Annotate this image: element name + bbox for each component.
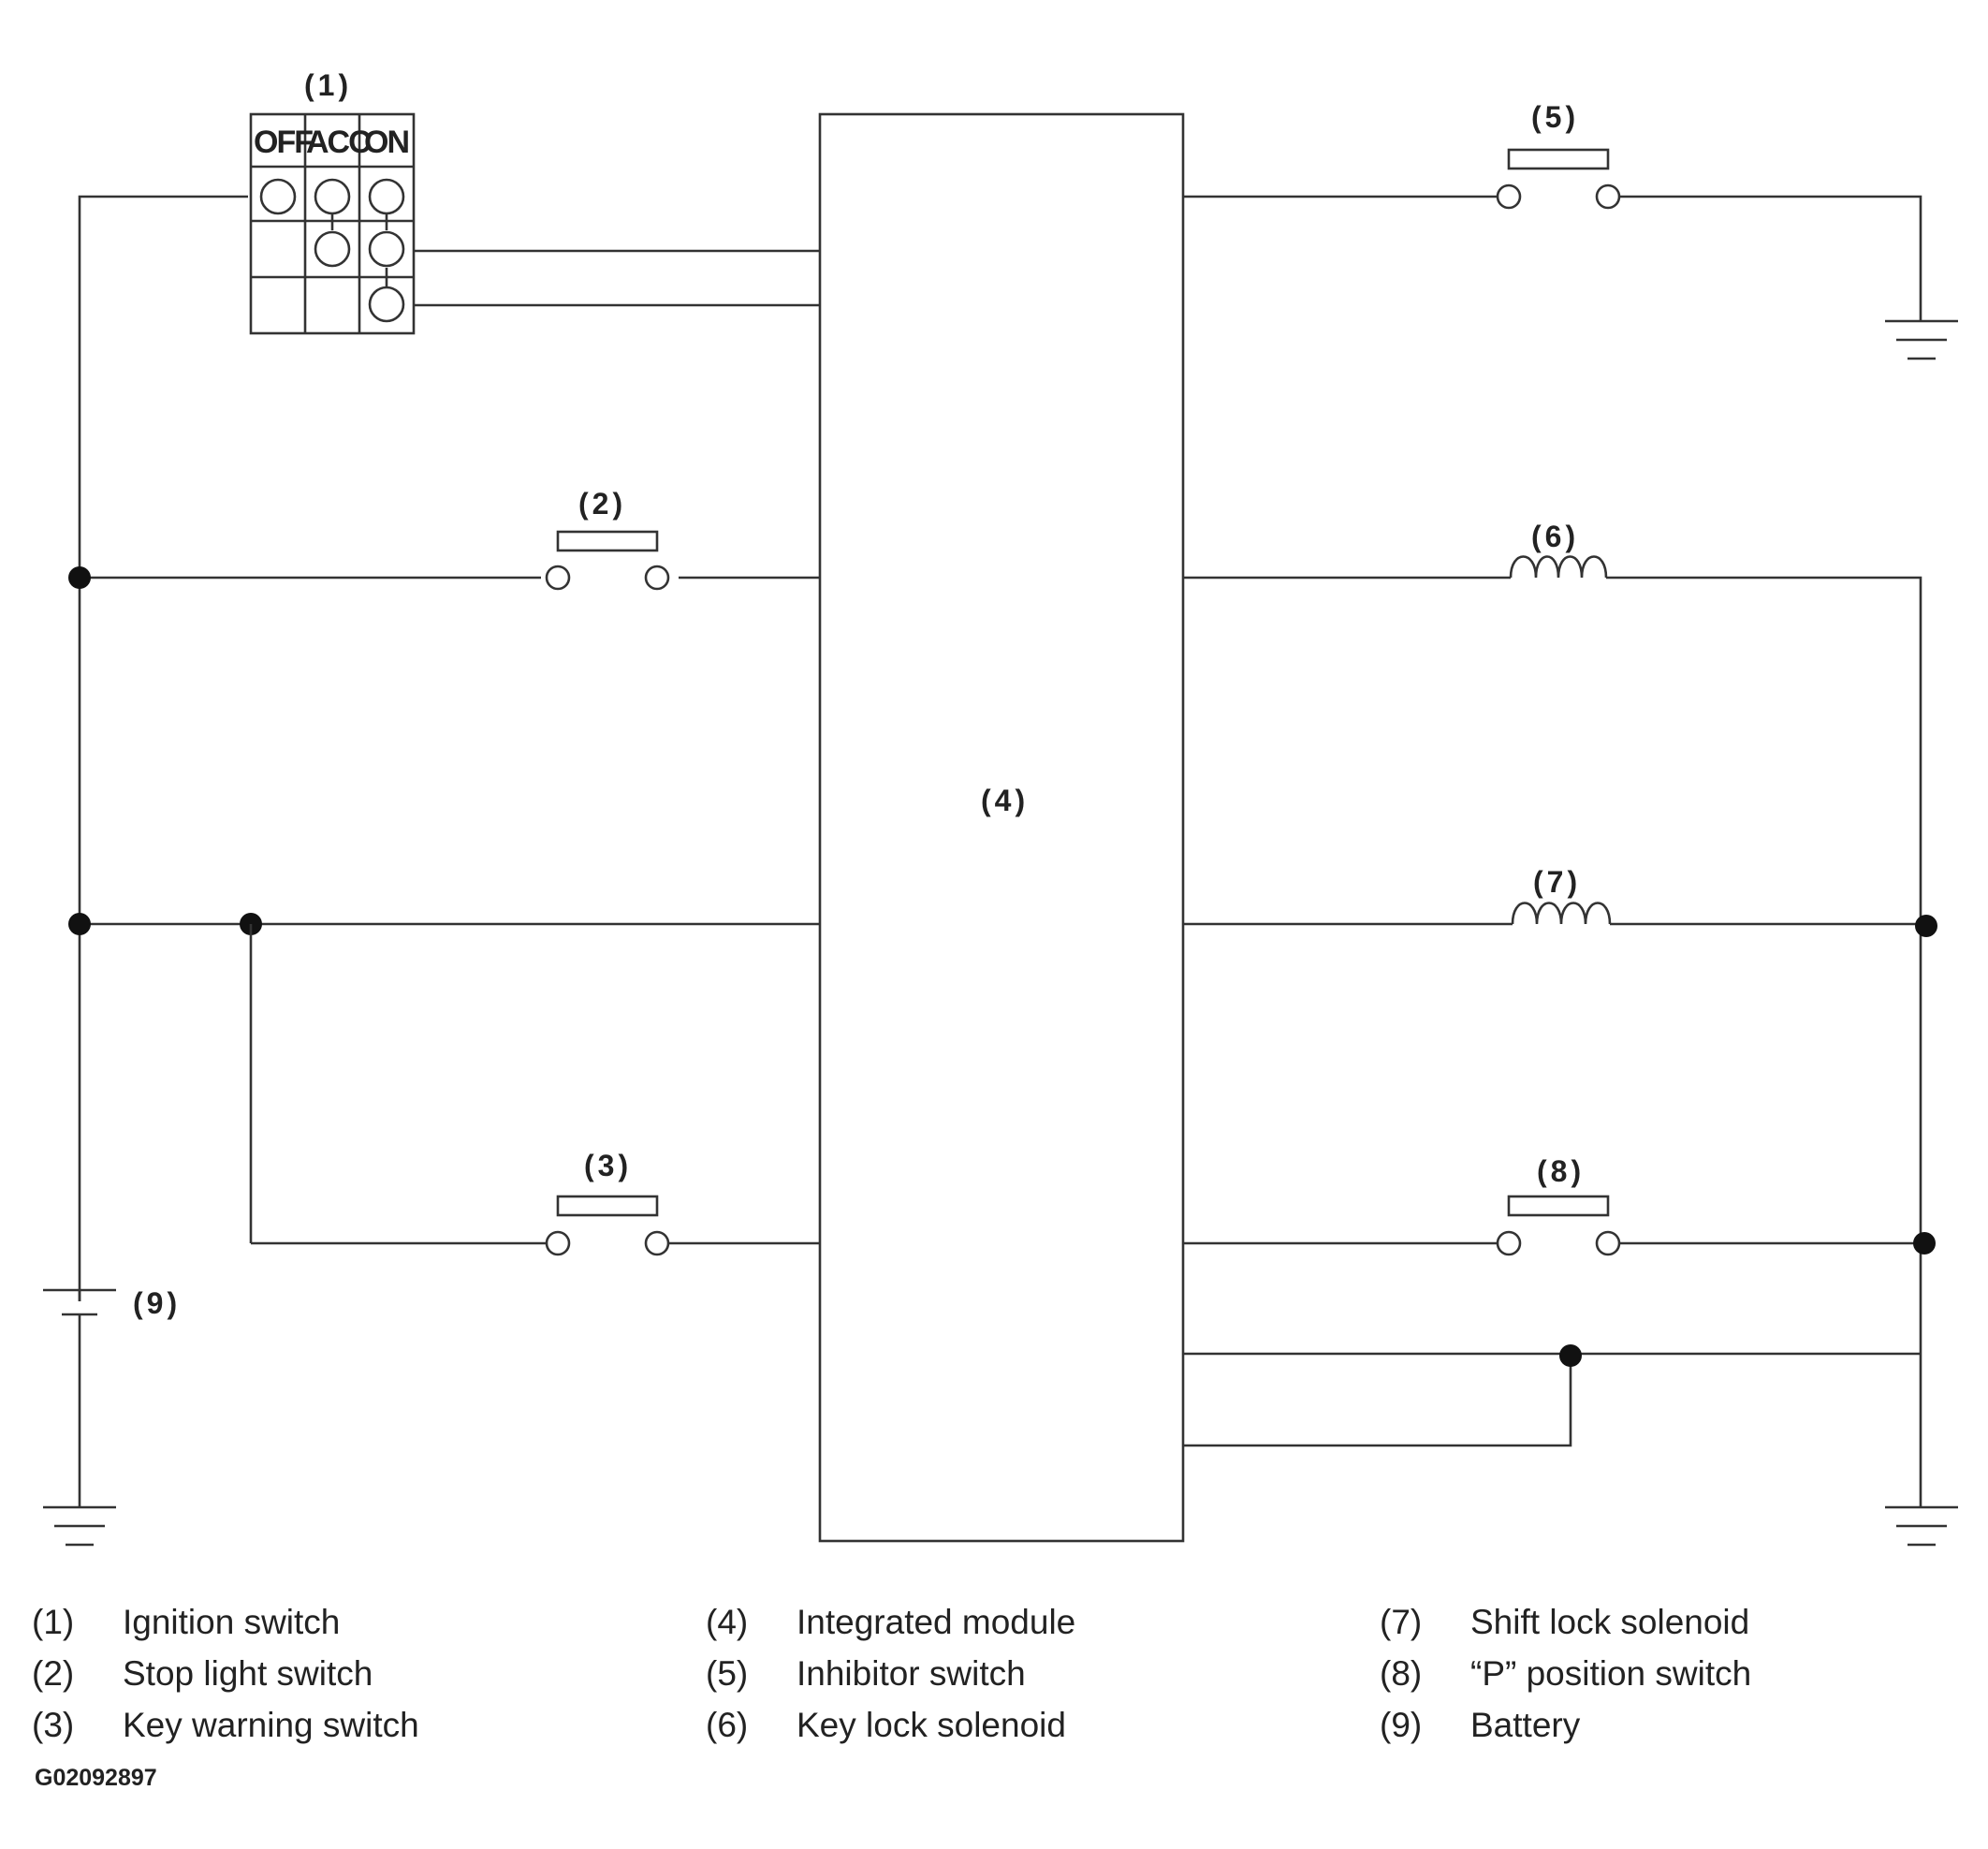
ignition-header-acc: ACC <box>306 125 371 160</box>
battery: (9) <box>43 1286 181 1507</box>
ground-right-top <box>1885 319 1958 360</box>
legend-text: Integrated module <box>797 1603 1076 1641</box>
ignition-header-on: ON <box>364 125 408 160</box>
integrated-module-label: (4) <box>981 784 1029 817</box>
key-lock-solenoid-label: (6) <box>1531 520 1579 553</box>
legend-text: Battery <box>1470 1706 1581 1744</box>
shift-lock-solenoid: (7) <box>1511 865 1612 925</box>
ignition-contact-acc-1 <box>314 178 351 215</box>
legend-number: (7) <box>1380 1603 1423 1641</box>
module-ground-wire-2 <box>1183 1354 1572 1447</box>
ignition-contact-acc-2 <box>314 230 351 268</box>
inhibitor-switch-label: (5) <box>1531 100 1579 134</box>
legend-number: (4) <box>706 1603 749 1641</box>
stop-light-switch-label: (2) <box>578 487 626 521</box>
ignition-contact-on-3 <box>368 286 405 323</box>
inhibitor-switch: (5) <box>1496 100 1621 210</box>
coil-icon <box>1509 555 1608 579</box>
ignition-contact-off <box>259 178 297 215</box>
junction-node <box>1913 1232 1936 1255</box>
ignition-header-off: OFF <box>254 125 313 160</box>
legend-number: (9) <box>1380 1706 1423 1744</box>
integrated-module <box>818 112 1185 1543</box>
coil-icon <box>1511 902 1612 925</box>
legend-text: Inhibitor switch <box>797 1654 1026 1693</box>
ground-right-bottom <box>1885 1505 1958 1547</box>
key-lock-wire-right <box>1606 576 1922 1507</box>
legend-number: (3) <box>32 1706 75 1744</box>
battery-label: (9) <box>133 1286 181 1320</box>
legend-number: (1) <box>32 1603 75 1641</box>
ignition-contact-on-1 <box>368 178 405 215</box>
shift-lock-solenoid-label: (7) <box>1533 865 1581 899</box>
left-supply-wire <box>78 195 248 1301</box>
legend-number: (8) <box>1380 1654 1423 1693</box>
p-position-switch: (8) <box>1496 1154 1621 1256</box>
legend-text: “P” position switch <box>1470 1654 1752 1693</box>
junction-node <box>1915 915 1937 937</box>
junction-node <box>1559 1344 1582 1367</box>
ground-left <box>43 1505 116 1547</box>
stop-light-switch: (2) <box>545 487 670 591</box>
inhibitor-wire-right <box>1617 195 1922 321</box>
key-lock-solenoid: (6) <box>1509 520 1608 579</box>
key-warning-switch: (3) <box>545 1149 670 1256</box>
key-warning-switch-label: (3) <box>584 1149 632 1182</box>
ignition-switch: (1) OFF ACC ON <box>249 68 416 335</box>
ignition-contact-on-2 <box>368 230 405 268</box>
legend-text: Shift lock solenoid <box>1470 1603 1750 1641</box>
figure-code: G02092897 <box>35 1765 157 1791</box>
legend-text: Key lock solenoid <box>797 1706 1066 1744</box>
legend-text: Key warning switch <box>123 1706 419 1744</box>
legend-text: Ignition switch <box>123 1603 341 1641</box>
legend-number: (2) <box>32 1654 75 1693</box>
legend-number: (5) <box>706 1654 749 1693</box>
legend-text: Stop light switch <box>123 1654 373 1693</box>
junction-node <box>68 913 91 935</box>
ignition-switch-label: (1) <box>304 68 352 102</box>
legend-number: (6) <box>706 1706 749 1744</box>
junction-node <box>68 566 91 589</box>
p-position-switch-label: (8) <box>1537 1154 1585 1188</box>
